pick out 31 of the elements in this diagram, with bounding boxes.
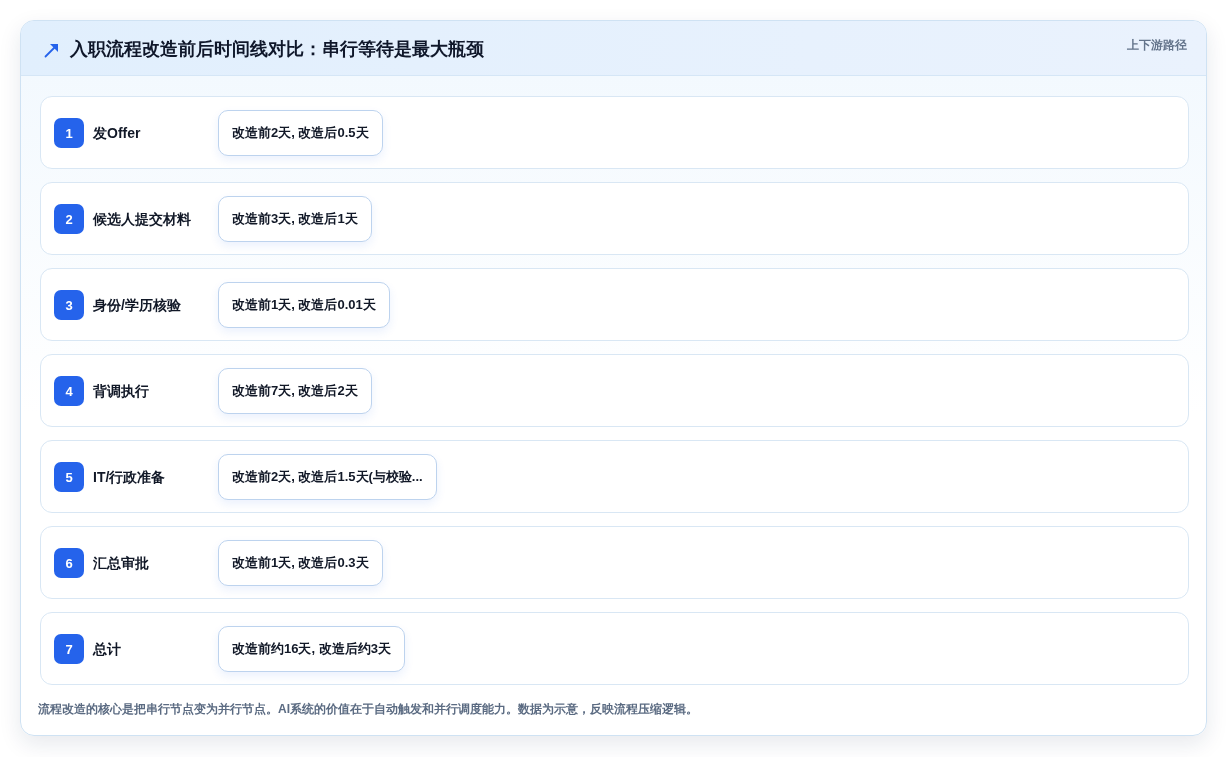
header-note: 上下游路径 [1127,37,1187,53]
step-card [40,268,1189,341]
step-label: 总计 [93,640,121,659]
step-card [40,526,1189,599]
step-label: 候选人提交材料 [93,210,191,229]
step-card [40,96,1189,169]
step-label: IT/行政准备 [93,468,166,487]
step-card [40,182,1189,255]
step-label: 汇总审批 [93,554,149,573]
step-number: 7 [54,634,84,664]
step-card [40,612,1189,685]
footnote: 流程改造的核心是把串行节点变为并行节点。AI系统的价值在于自动触发和并行调度能力。数据为示意，反映流程压缩逻辑。 [38,701,698,717]
duration-pill: 改造前2天, 改造后0.5天 [218,110,383,156]
step-card [40,440,1189,513]
step-number: 2 [54,204,84,234]
step-label: 身份/学历核验 [93,296,181,315]
duration-pill: 改造前3天, 改造后1天 [218,196,372,242]
title: 入职流程改造前后时间线对比：串行等待是最大瓶颈 [70,38,484,60]
duration-pill: 改造前2天, 改造后1.5天(与校验... [218,454,437,500]
step-card [40,354,1189,427]
duration-pill: 改造前1天, 改造后0.01天 [218,282,390,328]
step-number: 4 [54,376,84,406]
step-number: 3 [54,290,84,320]
step-number: 5 [54,462,84,492]
step-number: 6 [54,548,84,578]
duration-pill: 改造前7天, 改造后2天 [218,368,372,414]
duration-pill: 改造前1天, 改造后0.3天 [218,540,383,586]
step-number: 1 [54,118,84,148]
step-label: 发Offer [93,124,141,143]
duration-pill: 改造前约16天, 改造后约3天 [218,626,405,672]
step-label: 背调执行 [93,382,149,401]
